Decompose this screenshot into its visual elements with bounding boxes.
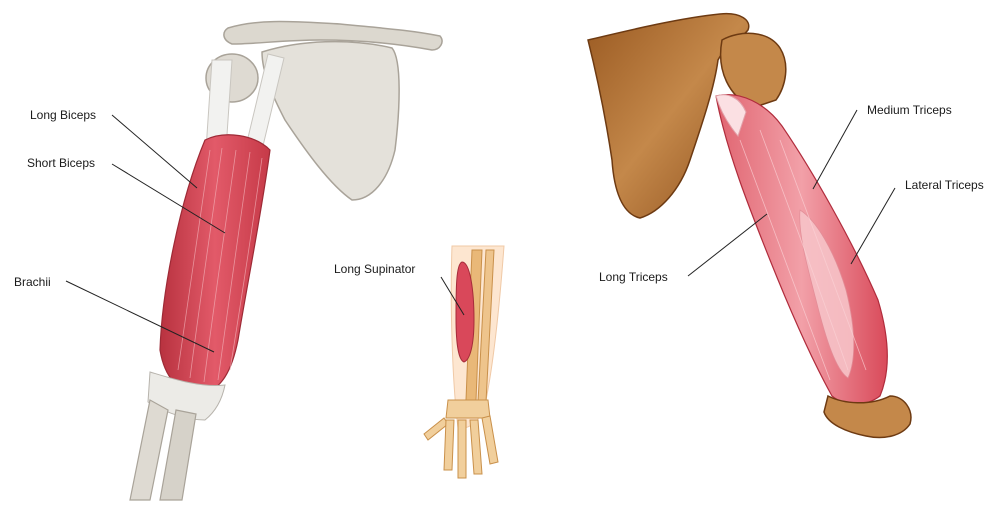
- pointer-long-biceps: [112, 115, 197, 188]
- elbow-olecranon: [824, 396, 911, 438]
- label-brachii: Brachii: [14, 275, 51, 289]
- biceps-muscle: [160, 135, 270, 395]
- left-arm-illustration: [130, 22, 442, 501]
- center-forearm-illustration: [424, 246, 504, 478]
- label-long-supinator: Long Supinator: [334, 262, 415, 276]
- hand-skeleton: [424, 400, 498, 478]
- label-long-triceps: Long Triceps: [599, 270, 668, 284]
- label-medium-triceps: Medium Triceps: [867, 103, 952, 117]
- label-short-biceps: Short Biceps: [27, 156, 95, 170]
- pointer-long-triceps: [688, 214, 767, 276]
- label-lateral-triceps: Lateral Triceps: [905, 178, 984, 192]
- label-long-biceps: Long Biceps: [30, 108, 96, 122]
- pointer-medium-triceps: [813, 110, 857, 189]
- right-arm-illustration: [588, 14, 911, 438]
- pointer-lateral-triceps: [851, 188, 895, 264]
